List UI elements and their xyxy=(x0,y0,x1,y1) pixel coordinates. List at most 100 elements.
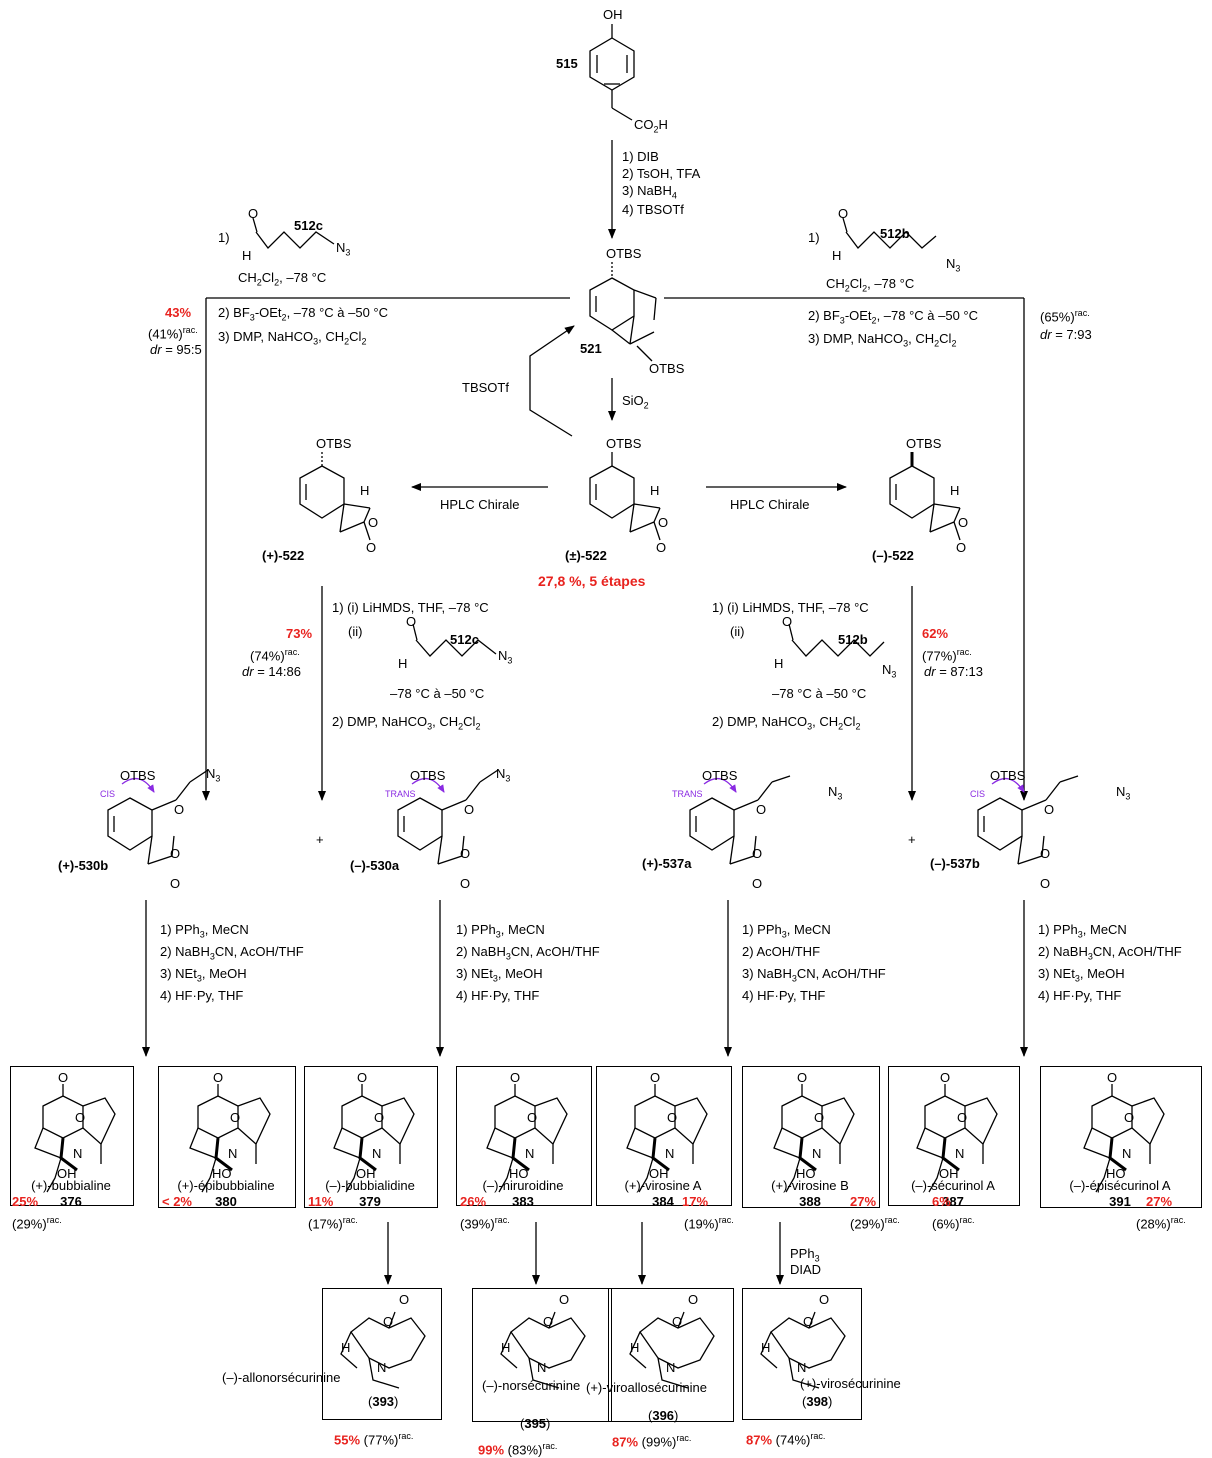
product-o-ring: O xyxy=(1124,1110,1135,1125)
product-oh: HO xyxy=(1106,1166,1126,1181)
bottom-yield: 99% (83%)rac. xyxy=(478,1441,558,1458)
product-o-carbonyl: O xyxy=(213,1070,224,1085)
bottom-id: (398) xyxy=(802,1394,833,1409)
right-cond-1: CH2Cl2, –78 °C xyxy=(826,276,915,294)
product-yield-rac: (28%)rac. xyxy=(1136,1215,1186,1232)
product-oh: OH xyxy=(649,1166,669,1181)
left-reagent-num: 1) xyxy=(218,230,230,245)
mid-left-temp: –78 °C à –50 °C xyxy=(390,686,485,701)
bottom-product-box xyxy=(742,1288,862,1420)
mid-right-id: 512b xyxy=(838,632,868,647)
left-cond-3: 3) DMP, NaHCO3, CH2Cl2 xyxy=(218,329,367,347)
main-step-4: 4) TBSOTf xyxy=(622,202,684,217)
bottom-yield: 87% (74%)rac. xyxy=(746,1431,826,1448)
product-id: 391 xyxy=(1109,1194,1131,1209)
plus-sign-right: + xyxy=(908,832,916,847)
left-reagent-o: O xyxy=(248,206,259,221)
spiro-tag: TRANS xyxy=(672,789,703,799)
bottom-n: N xyxy=(797,1360,807,1375)
mid-right-rac: (77%)rac. xyxy=(922,647,972,664)
final-step-3-0: 1) PPh3, MeCN xyxy=(1038,922,1127,940)
mid-left-pct: 73% xyxy=(286,626,313,641)
product-name: (+)-virosine A xyxy=(624,1178,702,1193)
product-n: N xyxy=(228,1146,238,1161)
right-dr: dr = 7:93 xyxy=(1040,327,1092,342)
bottom-h: H xyxy=(501,1340,511,1355)
product-o-carbonyl: O xyxy=(58,1070,69,1085)
molecule-rac-522 xyxy=(589,452,661,541)
molecule-minus-522 xyxy=(889,452,961,541)
bottom-product-box xyxy=(608,1288,734,1422)
right-reagent-o: O xyxy=(838,206,849,221)
bottom-o-ring: O xyxy=(672,1314,683,1329)
final-step-0-2: 3) NEt3, MeOH xyxy=(160,966,247,984)
product-yield: 27% xyxy=(850,1194,877,1209)
otbs-521-bottom: OTBS xyxy=(649,361,685,376)
bottom-name: (+)-virosécurinine xyxy=(800,1376,901,1391)
mid-right-temp: –78 °C à –50 °C xyxy=(772,686,867,701)
final-step-0-1: 2) NaBH3CN, AcOH/THF xyxy=(160,944,304,962)
spiro-otbs: OTBS xyxy=(990,768,1026,783)
spiro-o-carbonyl: O xyxy=(170,876,181,891)
product-id: 383 xyxy=(512,1194,534,1209)
compound-515-id: 515 xyxy=(556,56,578,71)
co2h-label: CO2H xyxy=(634,117,668,135)
bottom-h: H xyxy=(341,1340,351,1355)
product-name: (+)-virosine B xyxy=(771,1178,849,1193)
product-o-carbonyl: O xyxy=(1107,1070,1118,1085)
mid-left-rac: (74%)rac. xyxy=(250,647,300,664)
product-yield-rac: (17%)rac. xyxy=(308,1215,358,1232)
spiro-o-carbonyl: O xyxy=(460,876,471,891)
bottom-o-carbonyl: O xyxy=(399,1292,410,1307)
spiro-tag: CIS xyxy=(970,789,986,799)
o2-minus522: O xyxy=(956,540,967,555)
spiro-otbs: OTBS xyxy=(120,768,156,783)
product-n: N xyxy=(372,1146,382,1161)
final-step-2-0: 1) PPh3, MeCN xyxy=(742,922,831,940)
final-step-3-3: 4) HF·Py, THF xyxy=(1038,988,1122,1003)
final-step-1-2: 3) NEt3, MeOH xyxy=(456,966,543,984)
right-cond-2: 2) BF3-OEt2, –78 °C à –50 °C xyxy=(808,308,979,326)
spiro-tag: CIS xyxy=(100,789,116,799)
oh-label: OH xyxy=(603,7,623,22)
product-box xyxy=(742,1066,880,1208)
product-o-carbonyl: O xyxy=(940,1070,951,1085)
product-n: N xyxy=(812,1146,822,1161)
bottom-id: (393) xyxy=(368,1394,399,1409)
spiro-o: O xyxy=(756,802,767,817)
mid-right-n3: N3 xyxy=(882,662,897,680)
product-box xyxy=(888,1066,1020,1206)
product-box xyxy=(10,1066,134,1206)
mid-right-l2: 2) DMP, NaHCO3, CH2Cl2 xyxy=(712,714,861,732)
bottom-product-box xyxy=(322,1288,442,1420)
spiro-n3: N3 xyxy=(206,766,221,784)
main-step-3: 3) NaBH4 xyxy=(622,183,677,201)
label-plus522: (+)-522 xyxy=(262,548,305,563)
total-yield: 27,8 %, 5 étapes xyxy=(538,573,646,589)
product-oh: HO xyxy=(212,1166,232,1181)
product-n: N xyxy=(1122,1146,1132,1161)
mid-left-l2: 2) DMP, NaHCO3, CH2Cl2 xyxy=(332,714,481,732)
final-step-2-3: 4) HF·Py, THF xyxy=(742,988,826,1003)
mid-right-h: H xyxy=(774,656,784,671)
product-box xyxy=(304,1066,438,1208)
bottom-n: N xyxy=(537,1360,547,1375)
product-yield-rac: (29%)rac. xyxy=(12,1215,62,1232)
label-rac522: (±)-522 xyxy=(565,548,607,563)
spiro-n3: N3 xyxy=(828,784,843,802)
product-oh: OH xyxy=(356,1166,376,1181)
o2-rac522: O xyxy=(656,540,667,555)
o2-plus522: O xyxy=(366,540,377,555)
product-box xyxy=(1040,1066,1202,1208)
product-oh: HO xyxy=(509,1166,529,1181)
product-id: 376 xyxy=(60,1194,82,1209)
aldehyde-512b-id: 512b xyxy=(880,226,910,241)
mitsunobu-diad: DIAD xyxy=(790,1262,822,1277)
hplc-right: HPLC Chirale xyxy=(730,497,810,512)
product-yield: 6% xyxy=(932,1194,951,1209)
product-name: (–)-épisécurinol A xyxy=(1069,1178,1171,1193)
product-id: 379 xyxy=(359,1194,381,1209)
product-id: 388 xyxy=(799,1194,821,1209)
main-step-1: 1) DIB xyxy=(622,149,659,164)
